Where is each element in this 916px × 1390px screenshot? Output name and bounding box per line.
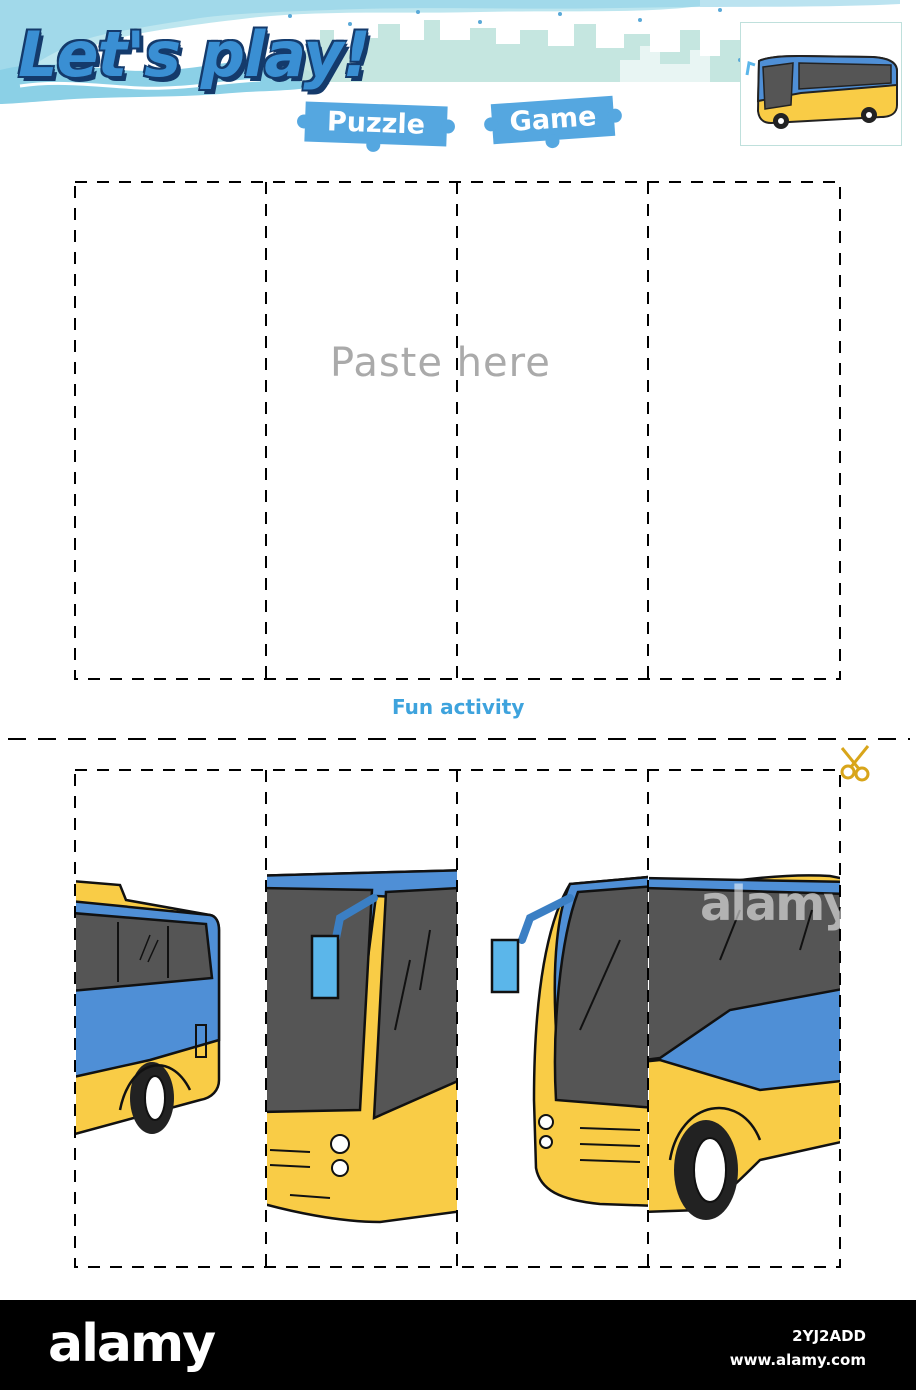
puzzle-piece-3[interactable]: [490, 875, 660, 1207]
page-title: Let's play!: [18, 18, 371, 91]
footer-bar: alamy 2YJ2ADD www.alamy.com: [0, 1300, 916, 1390]
fun-activity-label: Fun activity: [392, 695, 525, 719]
cut-line: [8, 738, 910, 740]
scissors-icon[interactable]: [838, 742, 874, 782]
site-url[interactable]: www.alamy.com: [729, 1351, 866, 1369]
bus-thumbnail: [740, 22, 902, 146]
footer-image-id: 2YJ2ADD www.alamy.com: [730, 1324, 866, 1372]
footer-logo: alamy: [48, 1314, 216, 1374]
paste-here-label: Paste here: [330, 340, 551, 386]
puzzle-pieces: [60, 769, 850, 1268]
puzzle-piece-4[interactable]: [640, 874, 850, 1220]
header-skyline-decoration: [0, 0, 902, 104]
watermark: alamy: [700, 876, 855, 932]
puzzle-piece-1[interactable]: [60, 880, 221, 1138]
puzzle-piece-2[interactable]: [250, 869, 470, 1224]
paste-grid: [74, 181, 841, 680]
image-id: 2YJ2ADD: [792, 1327, 866, 1345]
